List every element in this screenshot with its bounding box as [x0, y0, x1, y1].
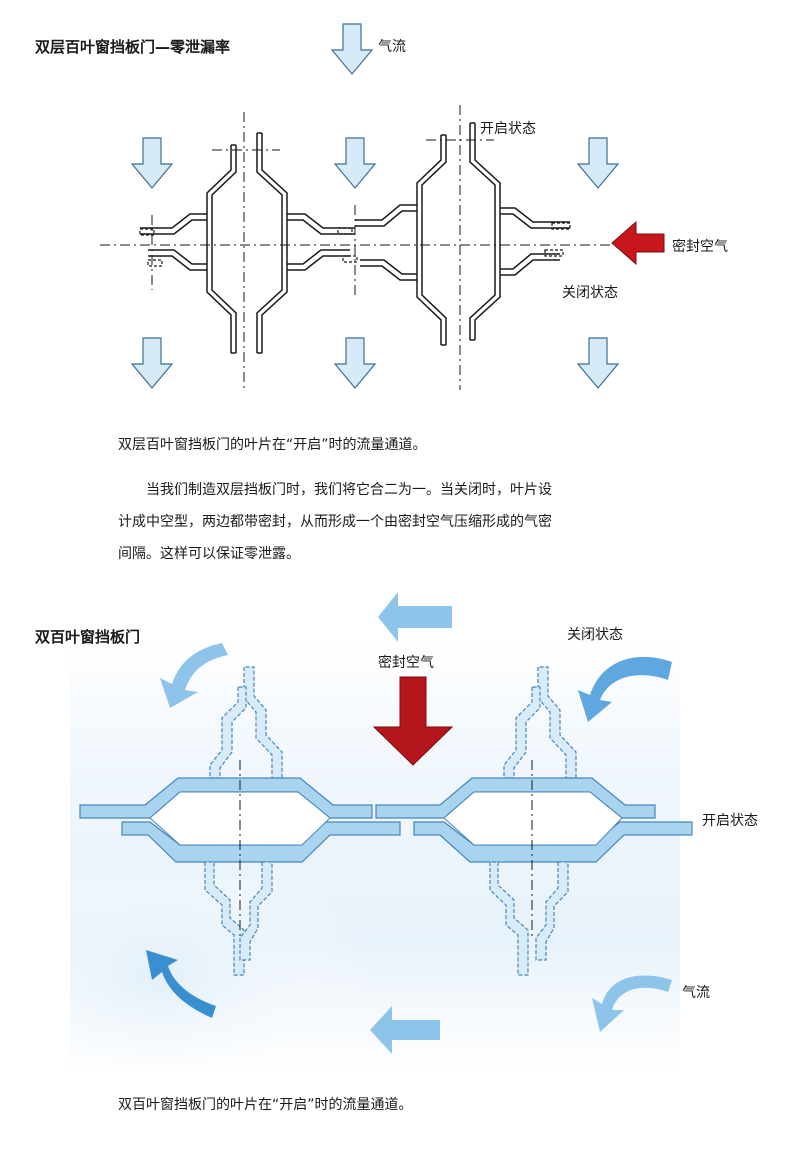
bottom-closed-state-label: 关闭状态 [567, 627, 623, 643]
top-diagram [100, 23, 665, 390]
curved-arrow-icon [146, 950, 216, 1018]
bottom-title: 双百叶窗挡板门 [35, 628, 141, 646]
airflow-arrow-icon [370, 1006, 440, 1054]
top-paragraph: 当我们制造双层挡板门时，我们将它合二为一。当关闭时，叶片设 计成中空型，两边都带… [118, 474, 552, 570]
top-closed-state-label: 关闭状态 [562, 285, 618, 301]
paragraph-line: 间隔。这样可以保证零泄露。 [118, 546, 300, 562]
left-blade [140, 132, 355, 354]
curved-arrow-icon [160, 643, 228, 708]
seal-air-arrow-icon [372, 676, 454, 766]
top-seal-air-label: 密封空气 [672, 239, 728, 255]
bottom-right-blade [375, 666, 693, 976]
bottom-open-state-label: 开启状态 [702, 813, 758, 829]
bottom-airflow-label: 气流 [682, 985, 710, 1001]
bottom-left-blade [79, 666, 401, 976]
top-open-state-label: 开启状态 [480, 121, 536, 137]
top-airflow-label: 气流 [378, 39, 406, 55]
curved-arrow-icon [578, 656, 672, 722]
airflow-arrow-icon [378, 592, 452, 642]
bottom-caption: 双百叶窗挡板门的叶片在“开启”时的流量通道。 [118, 1097, 413, 1113]
right-blade [355, 122, 570, 346]
paragraph-line: 计成中空型，两边都带密封，从而形成一个由密封空气压缩形成的气密 [118, 514, 552, 530]
bottom-seal-air-label: 密封空气 [378, 655, 434, 671]
top-caption: 双层百叶窗挡板门的叶片在“开启”时的流量通道。 [118, 437, 427, 453]
top-title: 双层百叶窗挡板门—零泄漏率 [35, 38, 231, 56]
seal-air-arrow-icon [611, 220, 665, 266]
paragraph-line: 当我们制造双层挡板门时，我们将它合二为一。当关闭时，叶片设 [118, 482, 552, 498]
curved-arrow-icon [592, 975, 672, 1032]
